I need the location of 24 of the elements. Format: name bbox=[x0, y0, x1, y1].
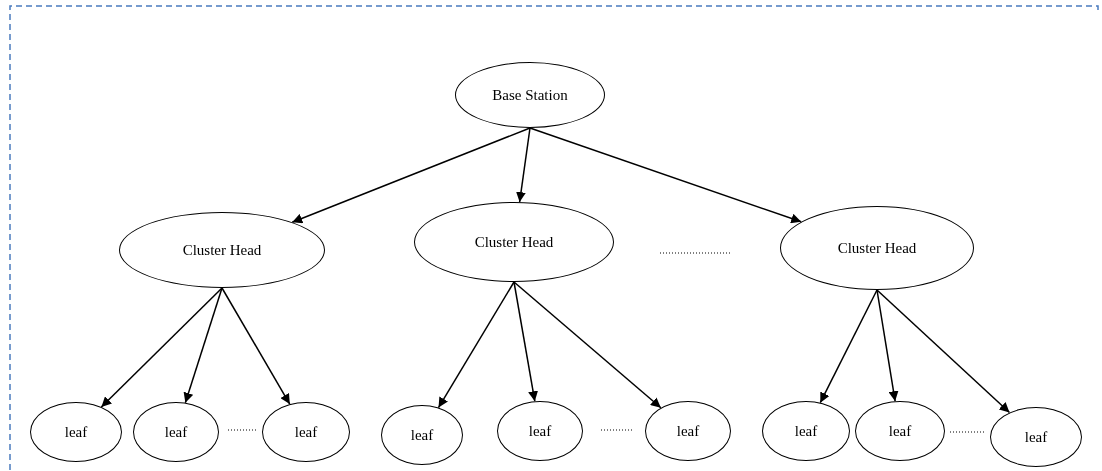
arrow bbox=[516, 127, 531, 203]
node-label: Cluster Head bbox=[474, 233, 554, 251]
arrow bbox=[513, 281, 538, 402]
node-label: Cluster Head bbox=[182, 241, 262, 259]
arrow bbox=[513, 281, 662, 409]
node-label: leaf bbox=[676, 422, 700, 440]
node-label: leaf bbox=[794, 422, 818, 440]
node-label: leaf bbox=[410, 426, 434, 444]
node-label: leaf bbox=[888, 422, 912, 440]
arrow bbox=[529, 127, 802, 224]
node-label: leaf bbox=[294, 423, 318, 441]
arrow bbox=[876, 289, 1011, 414]
node-label: leaf bbox=[164, 423, 188, 441]
node-label: Base Station bbox=[492, 86, 568, 104]
node-label: leaf bbox=[1024, 428, 1048, 446]
node-label: leaf bbox=[528, 422, 552, 440]
arrow bbox=[291, 127, 531, 224]
node-label: Cluster Head bbox=[837, 239, 917, 257]
node-label: leaf bbox=[64, 423, 88, 441]
arrow bbox=[183, 287, 223, 404]
arrow bbox=[221, 287, 291, 405]
arrow bbox=[876, 289, 899, 402]
arrow bbox=[100, 287, 223, 408]
arrow bbox=[437, 281, 515, 409]
